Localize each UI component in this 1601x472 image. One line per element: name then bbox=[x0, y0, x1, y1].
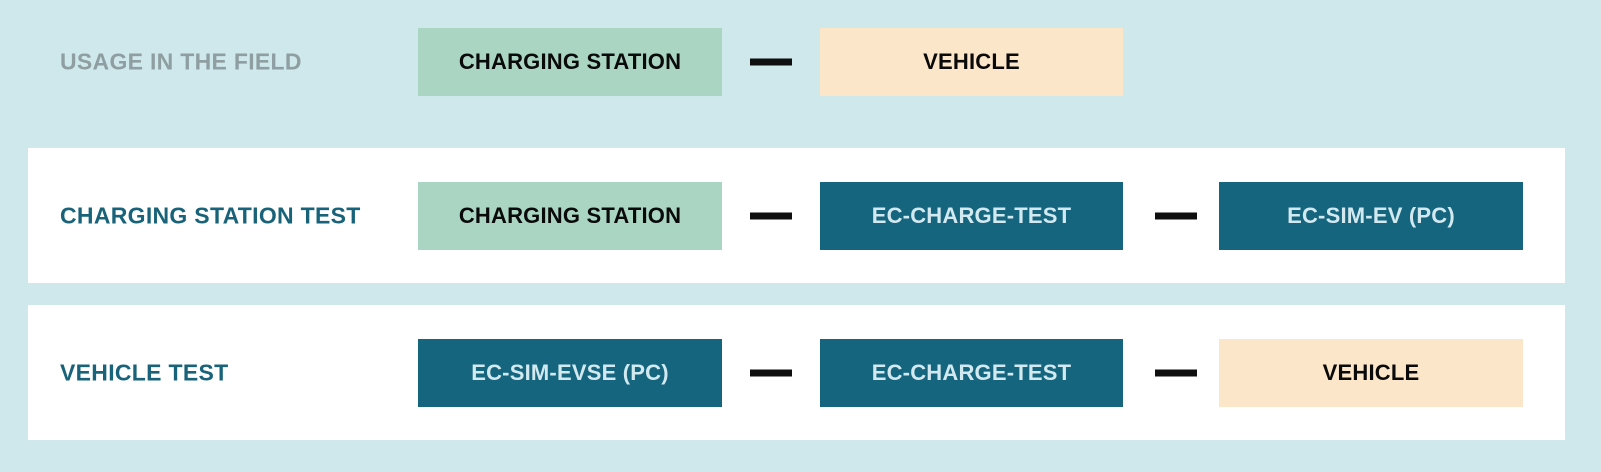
connector-line bbox=[750, 369, 792, 376]
row-charging-station-test: CHARGING STATION TEST CHARGING STATION E… bbox=[0, 148, 1601, 283]
row-label-usage-in-the-field: USAGE IN THE FIELD bbox=[60, 48, 302, 75]
node-ec-charge-test: EC-CHARGE-TEST bbox=[820, 338, 1123, 407]
node-ec-sim-evse-pc: EC-SIM-EVSE (PC) bbox=[418, 338, 722, 407]
node-vehicle: VEHICLE bbox=[820, 28, 1123, 96]
row-label-vehicle-test: VEHICLE TEST bbox=[60, 359, 229, 385]
connector-line bbox=[1155, 212, 1197, 219]
row-vehicle-test: VEHICLE TEST EC-SIM-EVSE (PC) EC-CHARGE-… bbox=[0, 305, 1601, 440]
node-charging-station: CHARGING STATION bbox=[418, 28, 722, 96]
node-vehicle: VEHICLE bbox=[1219, 338, 1523, 407]
node-ec-sim-ev-pc: EC-SIM-EV (PC) bbox=[1219, 181, 1523, 250]
connector-line bbox=[1155, 369, 1197, 376]
node-ec-charge-test: EC-CHARGE-TEST bbox=[820, 181, 1123, 250]
connector-line bbox=[750, 212, 792, 219]
row-usage-in-the-field: USAGE IN THE FIELD CHARGING STATION VEHI… bbox=[0, 0, 1601, 124]
row-label-charging-station-test: CHARGING STATION TEST bbox=[60, 202, 361, 228]
connector-line bbox=[750, 58, 792, 66]
node-charging-station: CHARGING STATION bbox=[418, 181, 722, 250]
